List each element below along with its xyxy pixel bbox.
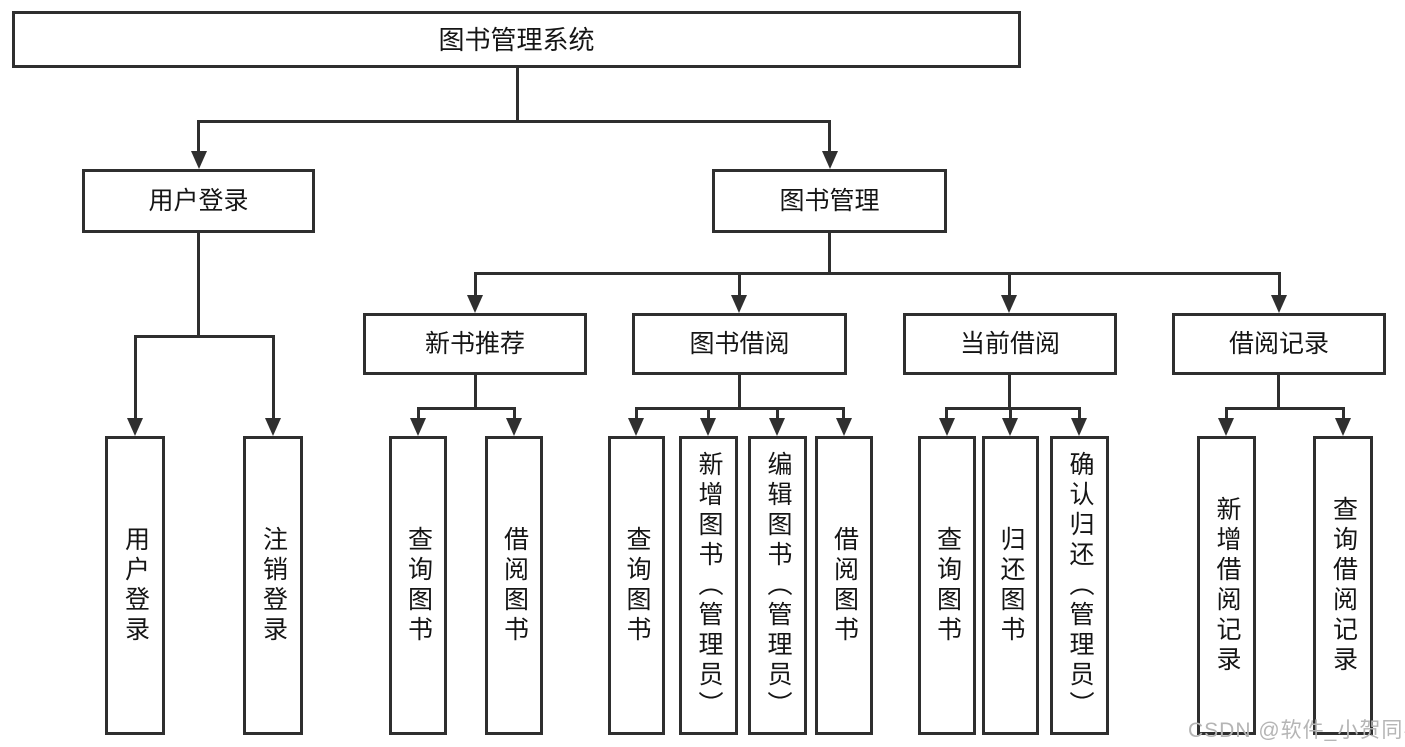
connector-drop-user-login: [197, 120, 200, 153]
connector-drop-book-management: [828, 120, 831, 153]
node-library-system: 图书管理系统: [12, 11, 1021, 68]
node-user-login-label: 用户登录: [148, 186, 249, 215]
leaf-rec-add-borrow-record-label: 新增借阅记录: [1213, 495, 1241, 676]
leaf-user-login-label: 用户登录: [121, 525, 150, 646]
leaf-bb-add-books-admin: 新增图书（管理员）: [679, 436, 738, 735]
connector-drop-cb-return: [1009, 407, 1012, 421]
connector-borrow-records-bar: [1225, 407, 1345, 410]
connector-drop-rec-query: [1342, 407, 1345, 421]
connector-level3-bar: [474, 272, 1280, 275]
connector-user-login-bar: [134, 335, 275, 338]
connector-root-stem: [516, 68, 519, 120]
arrowhead-leaf-user-login: [127, 418, 143, 436]
connector-drop-nbr-borrow: [513, 407, 516, 421]
leaf-rec-query-borrow-record: 查询借阅记录: [1313, 436, 1373, 735]
connector-level2-bar: [198, 120, 831, 123]
node-current-borrowing-label: 当前借阅: [959, 329, 1060, 358]
connector-drop-bb-query: [635, 407, 638, 421]
node-user-login: 用户登录: [82, 169, 315, 233]
arrowhead-bb-edit: [769, 418, 785, 436]
connector-borrow-records-stem: [1277, 375, 1280, 409]
arrowhead-borrow-records: [1271, 295, 1287, 313]
node-book-borrowing-label: 图书借阅: [689, 329, 790, 358]
arrowhead-book-management: [822, 151, 838, 169]
connector-book-management-stem: [828, 233, 831, 274]
leaf-nbr-borrow-books: 借阅图书: [485, 436, 543, 735]
connector-current-borrow-bar: [945, 407, 1081, 410]
arrowhead-leaf-logout: [265, 418, 281, 436]
leaf-bb-edit-books-admin-label: 编辑图书（管理员）: [764, 450, 792, 721]
connector-new-book-bar: [417, 407, 516, 410]
connector-drop-current-borrow: [1008, 272, 1011, 297]
connector-drop-book-borrow: [738, 272, 741, 297]
arrowhead-bb-borrow: [836, 418, 852, 436]
leaf-rec-query-borrow-record-label: 查询借阅记录: [1329, 495, 1358, 676]
leaf-logout-login: 注销登录: [243, 436, 303, 735]
connector-current-borrow-stem: [1008, 375, 1011, 409]
connector-drop-cb-confirm: [1078, 407, 1081, 421]
leaf-cb-query-books: 查询图书: [918, 436, 976, 735]
connector-drop-borrow-records: [1278, 272, 1281, 297]
connector-drop-leaf-user-login: [134, 335, 137, 419]
connector-new-book-stem: [474, 375, 477, 409]
arrowhead-book-borrow: [731, 295, 747, 313]
node-current-borrowing: 当前借阅: [903, 313, 1117, 375]
node-library-system-label: 图书管理系统: [438, 24, 595, 55]
connector-drop-bb-edit: [776, 407, 779, 421]
node-new-book-recommendation-label: 新书推荐: [424, 329, 525, 358]
arrowhead-rec-add: [1218, 418, 1234, 436]
arrowhead-cb-return: [1002, 418, 1018, 436]
node-book-management-label: 图书管理: [779, 186, 880, 215]
arrowhead-bb-query: [628, 418, 644, 436]
leaf-cb-confirm-return-admin-label: 确认归还（管理员）: [1066, 450, 1094, 721]
node-new-book-recommendation: 新书推荐: [363, 313, 587, 375]
leaf-cb-confirm-return-admin: 确认归还（管理员）: [1050, 436, 1109, 735]
arrowhead-nbr-borrow: [506, 418, 522, 436]
leaf-cb-query-books-label: 查询图书: [933, 525, 962, 646]
connector-drop-cb-query: [945, 407, 948, 421]
connector-drop-new-book: [474, 272, 477, 297]
leaf-logout-login-label: 注销登录: [259, 525, 288, 646]
leaf-cb-return-books: 归还图书: [982, 436, 1039, 735]
leaf-bb-borrow-books-label: 借阅图书: [830, 525, 859, 646]
leaf-bb-query-books-label: 查询图书: [623, 525, 651, 646]
leaf-nbr-borrow-books-label: 借阅图书: [500, 525, 529, 646]
node-book-borrowing: 图书借阅: [632, 313, 847, 375]
connector-book-borrow-bar: [635, 407, 845, 410]
leaf-bb-borrow-books: 借阅图书: [815, 436, 873, 735]
connector-drop-nbr-query: [417, 407, 420, 421]
arrowhead-bb-add: [700, 418, 716, 436]
leaf-bb-add-books-admin-label: 新增图书（管理员）: [695, 450, 723, 721]
node-borrowing-records: 借阅记录: [1172, 313, 1386, 375]
leaf-nbr-query-books-label: 查询图书: [404, 525, 433, 646]
arrowhead-user-login: [191, 151, 207, 169]
connector-user-login-stem: [197, 233, 200, 338]
arrowhead-new-book: [467, 295, 483, 313]
arrowhead-nbr-query: [410, 418, 426, 436]
leaf-bb-query-books: 查询图书: [608, 436, 665, 735]
leaf-bb-edit-books-admin: 编辑图书（管理员）: [748, 436, 807, 735]
arrowhead-cb-confirm: [1071, 418, 1087, 436]
leaf-nbr-query-books: 查询图书: [389, 436, 447, 735]
connector-drop-bb-add: [707, 407, 710, 421]
node-borrowing-records-label: 借阅记录: [1228, 329, 1329, 358]
node-book-management: 图书管理: [712, 169, 947, 233]
csdn-watermark: CSDN @软件_小贺同学: [1188, 719, 1405, 742]
leaf-cb-return-books-label: 归还图书: [997, 525, 1025, 646]
arrowhead-cb-query: [939, 418, 955, 436]
leaf-rec-add-borrow-record: 新增借阅记录: [1197, 436, 1256, 735]
leaf-user-login: 用户登录: [105, 436, 165, 735]
connector-drop-bb-borrow: [842, 407, 845, 421]
arrowhead-current-borrow: [1001, 295, 1017, 313]
connector-drop-rec-add: [1225, 407, 1228, 421]
connector-drop-leaf-logout: [272, 335, 275, 419]
connector-book-borrow-stem: [738, 375, 741, 409]
arrowhead-rec-query: [1335, 418, 1351, 436]
